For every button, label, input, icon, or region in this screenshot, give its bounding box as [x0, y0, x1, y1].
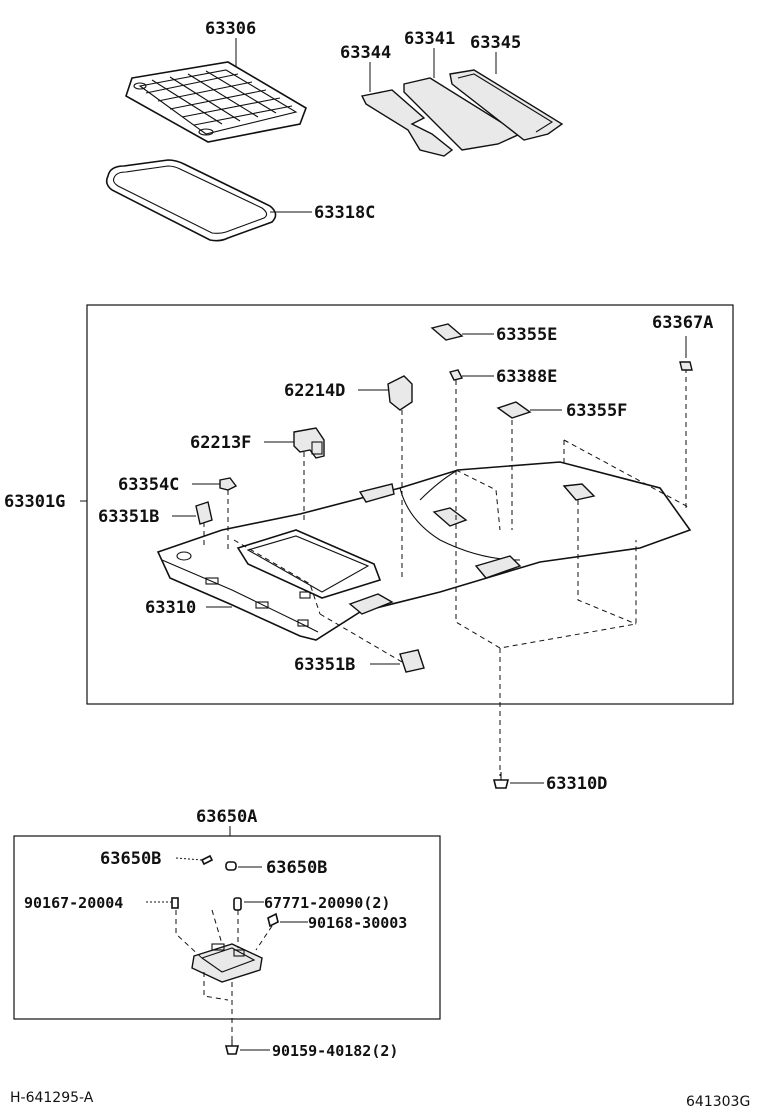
holder-63351b-bottom: [399, 649, 425, 673]
label-90159: 90159-40182(2): [272, 1042, 398, 1060]
label-63345: 63345: [470, 33, 521, 53]
label-63355e: 63355E: [496, 325, 557, 345]
label-63301g: 63301G: [4, 492, 65, 512]
bulb-63650b-left: [200, 854, 214, 866]
screw-90167: [171, 897, 179, 909]
label-63351b-top: 63351B: [98, 507, 159, 527]
pad-63355f: [496, 401, 532, 419]
label-63318c: 63318C: [314, 203, 375, 223]
label-63344: 63344: [340, 43, 391, 63]
label-63351b-bottom: 63351B: [294, 655, 355, 675]
lens-63650b-right: [225, 861, 237, 871]
clip-63367a: [679, 361, 693, 371]
holder-63351b-top: [195, 501, 213, 525]
headliner-assembly-frame: [86, 304, 734, 705]
reference-code-left: H-641295-A: [10, 1090, 94, 1106]
label-63650b-right: 63650B: [266, 858, 327, 878]
label-63341: 63341: [404, 29, 455, 49]
screw-90159: [224, 1040, 240, 1055]
label-62213f: 62213F: [190, 433, 251, 453]
holder-62213f: [293, 427, 325, 459]
label-90167: 90167-20004: [24, 894, 123, 912]
label-67771: 67771-20090(2): [264, 894, 390, 912]
headliner-63310: [156, 461, 692, 641]
map-lamp-housing: [191, 943, 263, 983]
pad-63341: [403, 77, 522, 151]
label-63306: 63306: [205, 19, 256, 39]
label-63354c: 63354C: [118, 475, 179, 495]
label-62214d: 62214D: [284, 381, 345, 401]
screw-90168: [267, 912, 279, 928]
bulb-67771: [233, 897, 242, 911]
label-63388e: 63388E: [496, 367, 557, 387]
label-63650b-left: 63650B: [100, 849, 161, 869]
clip-63388e: [448, 369, 464, 381]
pad-63344: [360, 89, 454, 157]
clip-63354c: [219, 477, 238, 491]
clip-63310d: [492, 772, 510, 789]
label-63650a: 63650A: [196, 807, 257, 827]
pad-63345: [449, 69, 564, 141]
weatherstrip-63318c: [105, 159, 277, 242]
label-63367a: 63367A: [652, 313, 713, 333]
reference-code-right: 641303G: [686, 1094, 750, 1110]
bracket-62214d: [387, 375, 413, 411]
label-63310: 63310: [145, 598, 196, 618]
map-lamp-assembly-frame: [13, 835, 441, 1020]
label-63355f: 63355F: [566, 401, 627, 421]
label-63310d: 63310D: [546, 774, 607, 794]
sunshade-panel-63306: [125, 61, 307, 143]
pad-63355e: [430, 323, 464, 341]
label-90168: 90168-30003: [308, 914, 407, 932]
